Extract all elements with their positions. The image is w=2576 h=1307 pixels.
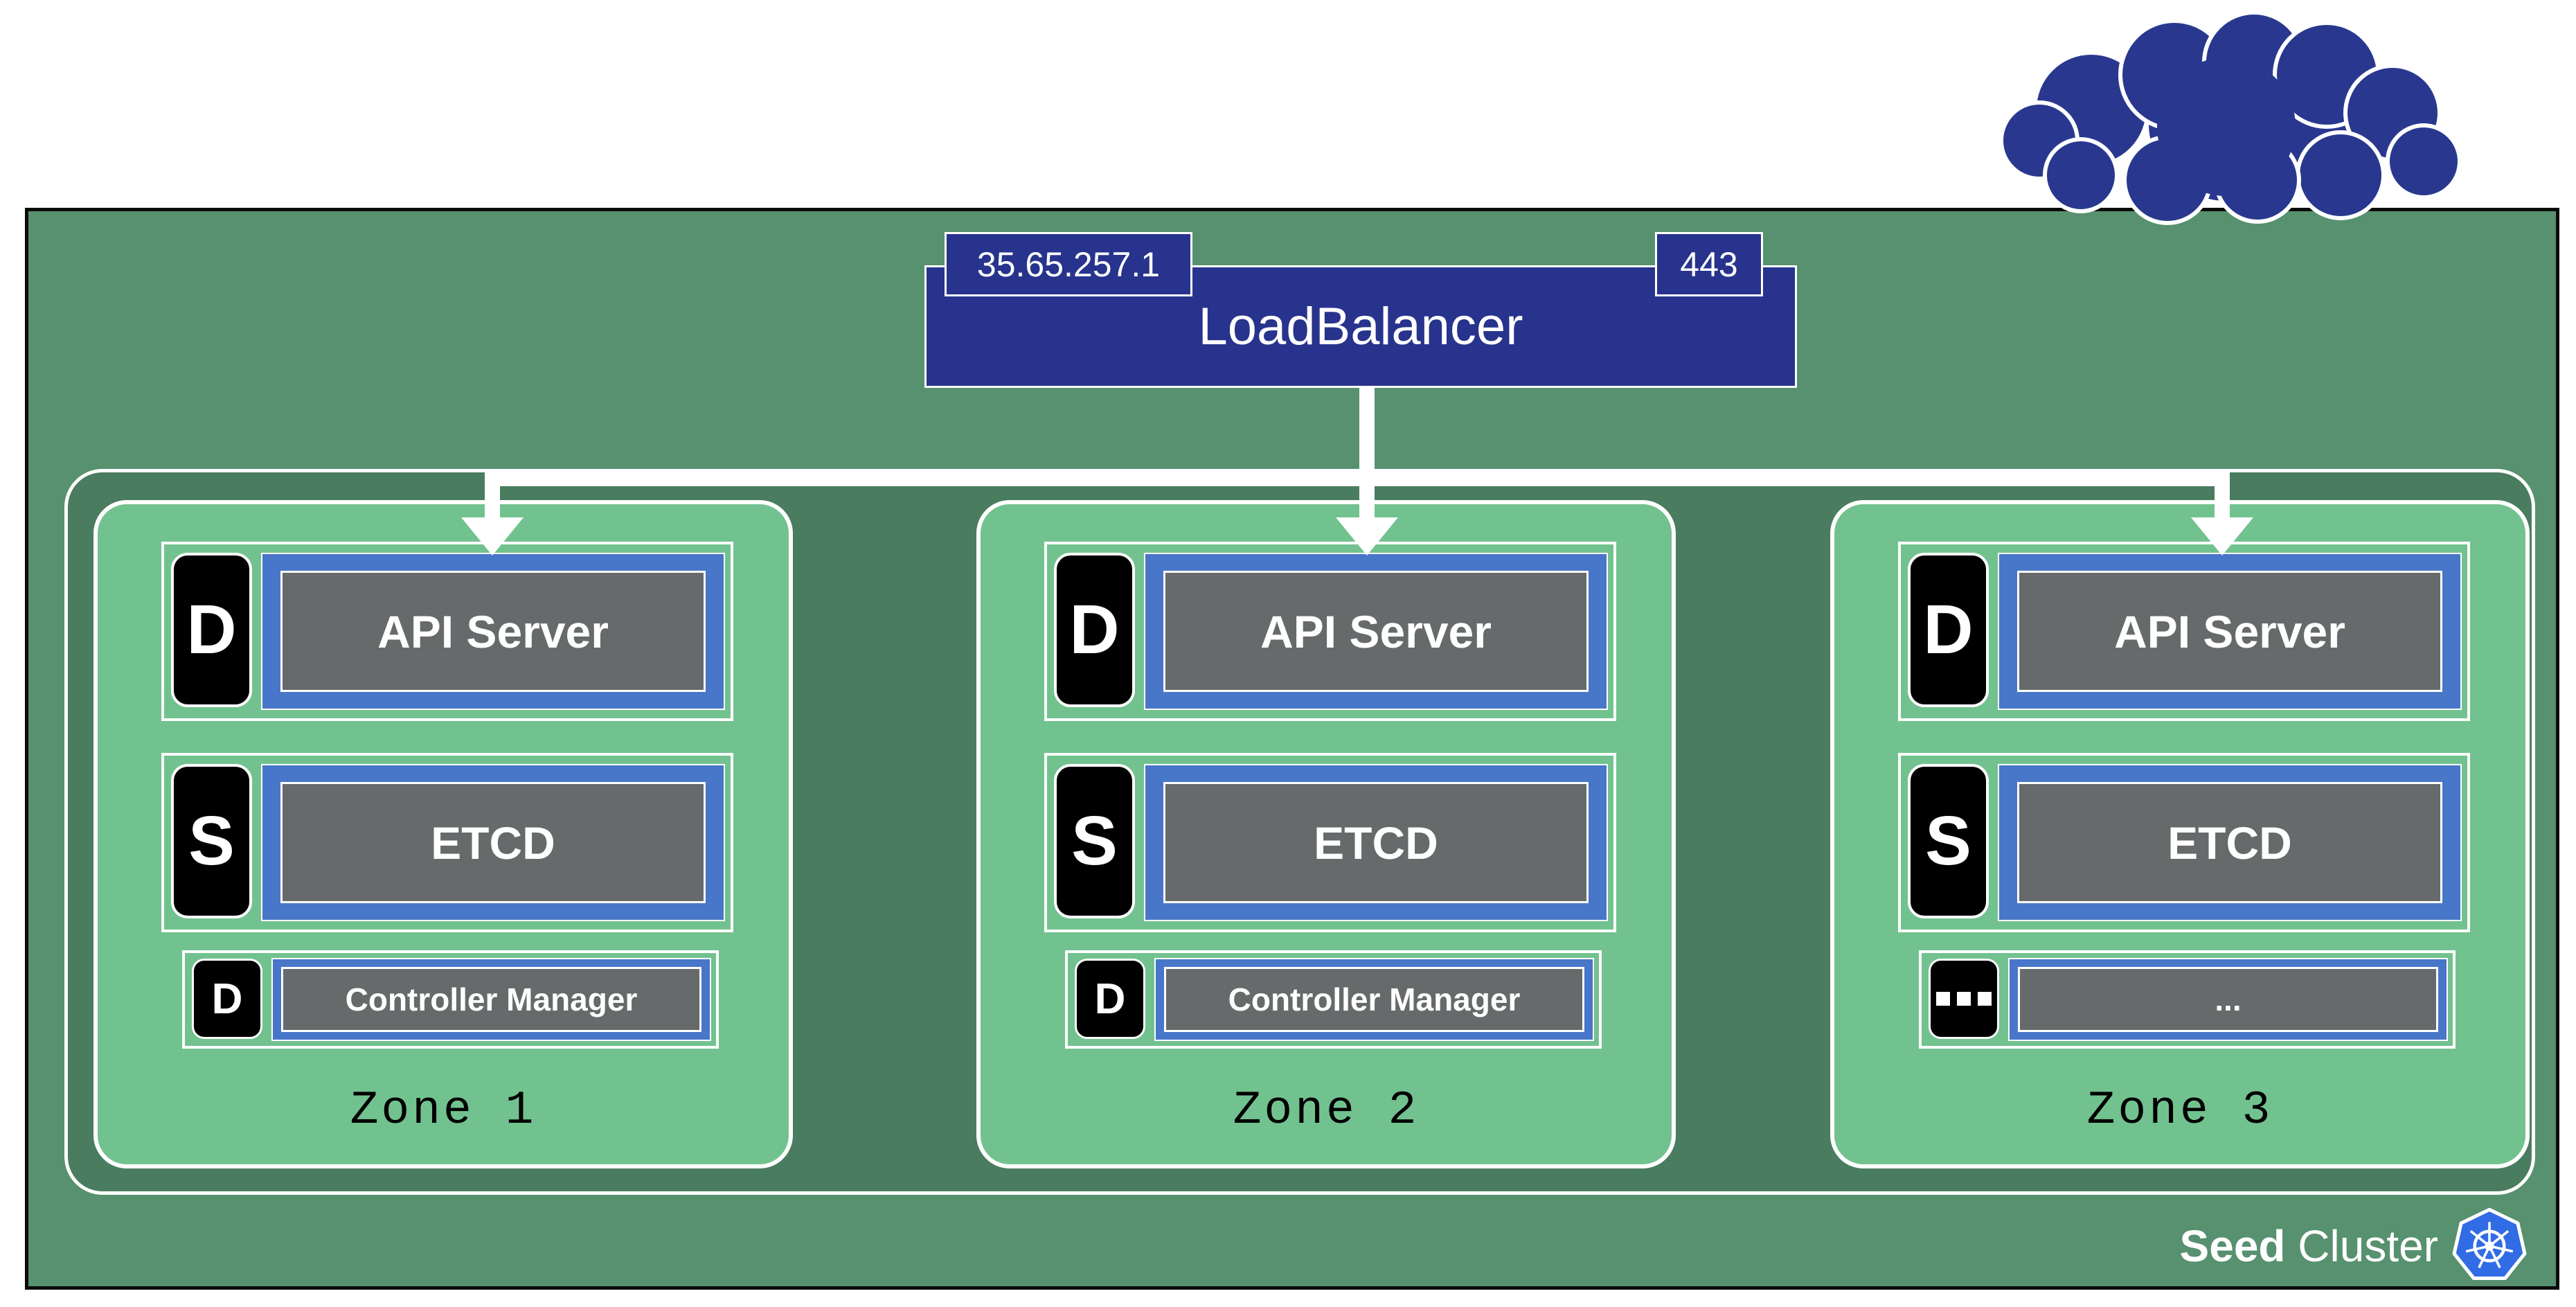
arrow-line-horizontal — [485, 472, 2230, 486]
component-label: ETCD — [2167, 817, 2292, 869]
controller-manager-box: Controller Manager — [1164, 967, 1584, 1032]
zone-1-label: Zone 1 — [350, 1084, 537, 1137]
etcd-row: S ETCD — [161, 753, 733, 932]
load-balancer-port-badge: 443 — [1655, 232, 1763, 296]
seed-cluster-title-regular: Cluster — [2285, 1221, 2438, 1271]
component-frame: Controller Manager — [271, 958, 711, 1041]
arrowhead-zone2 — [1336, 517, 1398, 555]
component-frame: ETCD — [1144, 764, 1608, 921]
footer: Seed Cluster — [2180, 1207, 2528, 1285]
component-frame: API Server — [1144, 553, 1608, 710]
badge-letter: D — [1923, 591, 1974, 668]
statefulset-badge: S — [1908, 764, 1989, 918]
etcd-row: S ETCD — [1898, 753, 2470, 932]
seed-cluster-title-bold: Seed — [2179, 1221, 2286, 1271]
ellipsis-badge — [1929, 959, 1999, 1039]
component-label: Controller Manager — [1228, 981, 1521, 1017]
etcd-box: ETCD — [1163, 782, 1589, 903]
ellipsis-square — [1936, 992, 1950, 1006]
component-label: API Server — [377, 605, 609, 657]
component-frame: ... — [2008, 958, 2448, 1041]
etcd-box: ETCD — [280, 782, 706, 903]
more-components-row: ... — [1919, 950, 2456, 1049]
seed-cluster-title: Seed Cluster — [2180, 1220, 2438, 1272]
zone-3-box: D API Server S ETCD — [1830, 500, 2530, 1168]
daemon-badge: D — [192, 959, 262, 1039]
arrow-line-left — [485, 472, 500, 522]
etcd-box: ETCD — [2017, 782, 2442, 903]
load-balancer-label: LoadBalancer — [1198, 297, 1523, 356]
badge-letter: D — [1069, 591, 1120, 668]
statefulset-badge: S — [171, 764, 252, 918]
component-frame: Controller Manager — [1154, 958, 1594, 1041]
api-server-row: D API Server — [1898, 542, 2470, 721]
daemon-badge: D — [1054, 553, 1135, 707]
component-label: Controller Manager — [345, 981, 638, 1017]
badge-letter: S — [1925, 802, 1971, 880]
daemon-badge: D — [1075, 959, 1145, 1039]
component-label: API Server — [2114, 605, 2345, 657]
controller-manager-row: D Controller Manager — [182, 950, 719, 1049]
badge-letter: D — [1094, 975, 1126, 1023]
zone-2-label: Zone 2 — [1233, 1084, 1420, 1137]
arrow-line-middle — [1359, 388, 1375, 522]
more-components-box: ... — [2018, 967, 2438, 1032]
ellipsis-square — [1978, 992, 1992, 1006]
controller-manager-row: D Controller Manager — [1065, 950, 1602, 1049]
daemon-badge: D — [1908, 553, 1989, 707]
statefulset-badge: S — [1054, 764, 1135, 918]
cloud-icon — [1999, 10, 2462, 225]
badge-letter: D — [211, 975, 243, 1023]
api-server-box: API Server — [1163, 571, 1589, 692]
zone-2-box: D API Server S ETCD — [976, 500, 1676, 1168]
api-server-box: API Server — [2017, 571, 2442, 692]
component-frame: ETCD — [1998, 764, 2462, 921]
load-balancer-ip: 35.65.257.1 — [976, 244, 1161, 284]
zone-3-label: Zone 3 — [2086, 1084, 2273, 1137]
kubernetes-icon — [2452, 1207, 2527, 1280]
badge-letter: S — [188, 802, 235, 880]
ellipsis-square — [1957, 992, 1971, 1006]
api-server-box: API Server — [280, 571, 706, 692]
load-balancer-port: 443 — [1680, 244, 1738, 284]
api-server-row: D API Server — [161, 542, 733, 721]
arrow-line-right — [2215, 472, 2230, 522]
zone-1-box: D API Server S ETCD — [93, 500, 793, 1168]
component-frame: API Server — [261, 553, 725, 710]
seed-cluster-box: LoadBalancer 35.65.257.1 443 D API Serve… — [25, 208, 2559, 1290]
badge-letter: D — [186, 591, 237, 668]
controller-manager-box: Controller Manager — [281, 967, 701, 1032]
arrowhead-zone1 — [461, 517, 524, 555]
etcd-row: S ETCD — [1044, 753, 1616, 932]
component-label: ETCD — [431, 817, 555, 869]
component-label: API Server — [1260, 605, 1492, 657]
daemon-badge: D — [171, 553, 252, 707]
api-server-row: D API Server — [1044, 542, 1616, 721]
badge-letter: S — [1071, 802, 1118, 880]
component-frame: API Server — [1998, 553, 2462, 710]
component-label: ... — [2215, 981, 2242, 1017]
component-label: ETCD — [1314, 817, 1438, 869]
component-frame: ETCD — [261, 764, 725, 921]
arrowhead-zone3 — [2191, 517, 2253, 555]
load-balancer-ip-badge: 35.65.257.1 — [945, 232, 1192, 296]
